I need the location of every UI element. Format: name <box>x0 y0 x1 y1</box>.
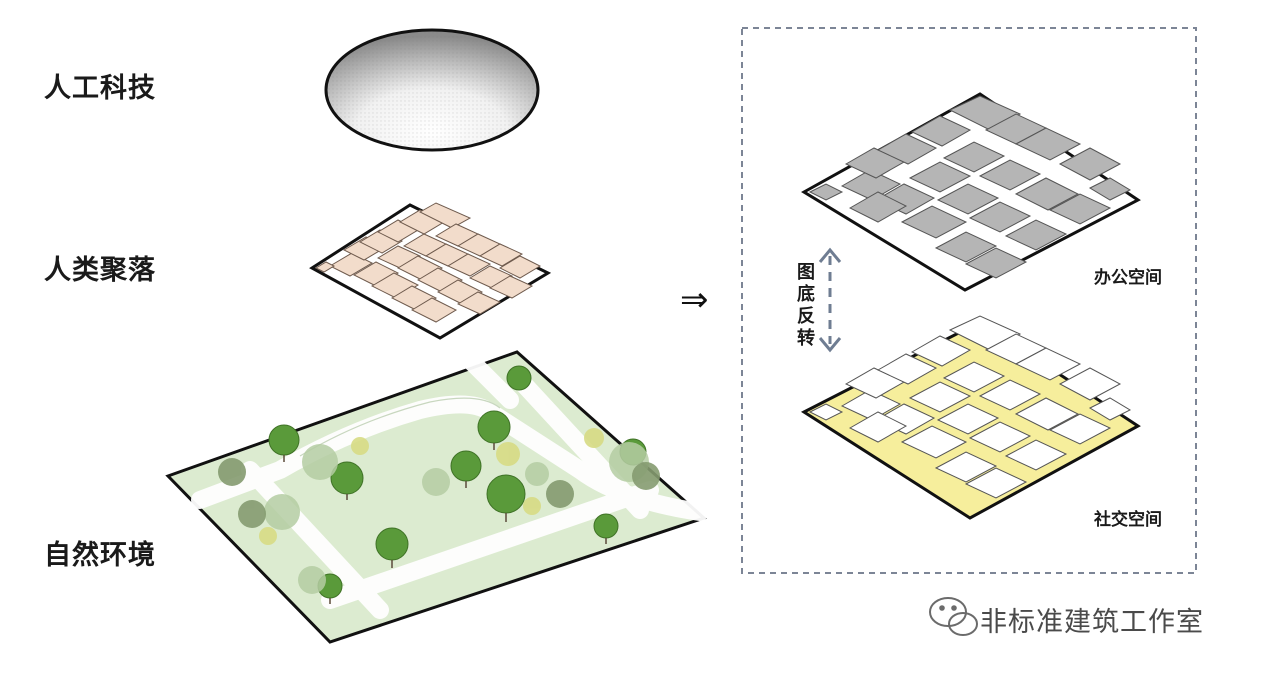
label-office: 办公空间 <box>1094 263 1162 288</box>
social-space-plane <box>804 316 1138 518</box>
inversion-arrow-icon <box>820 250 840 350</box>
settlement-blocks <box>316 203 540 322</box>
wechat-icon <box>930 598 977 635</box>
ellipse-dome-icon <box>326 30 538 150</box>
settlement-plane <box>312 203 548 338</box>
transform-arrow: ⇒ <box>680 280 709 320</box>
office-space-plane <box>804 94 1138 290</box>
nature-plane <box>168 352 704 642</box>
watermark-text: 非标准建筑工作室 <box>980 600 1204 639</box>
label-inversion: 图底反转 <box>797 262 819 350</box>
label-social: 社交空间 <box>1094 505 1162 530</box>
